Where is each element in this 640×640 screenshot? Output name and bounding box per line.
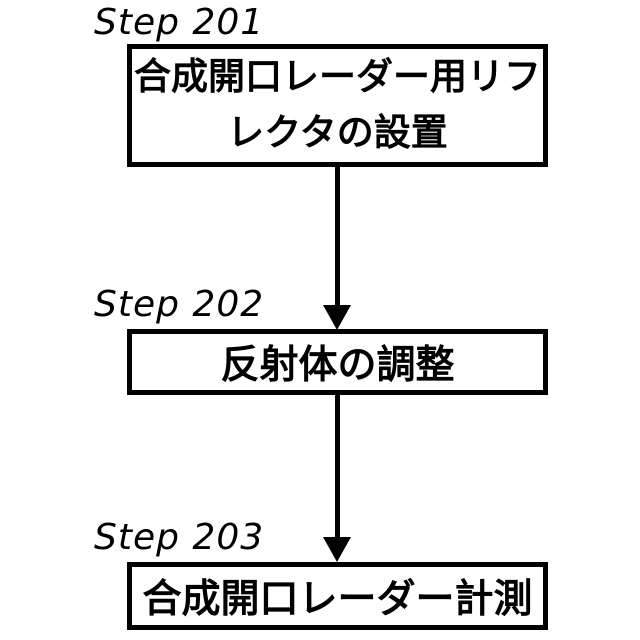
step-202-box-text: 反射体の調整 [220,344,455,387]
step-201-box-text-line-1: 合成開口レーダー用リフ [134,56,541,98]
step-201-label: Step 201 [94,2,265,43]
step-202-label: Step 202 [94,284,265,325]
arrowhead-down-icon [323,305,351,330]
flow-arrow-202-to-203 [323,393,351,562]
step-201-box: 合成開口レーダー用リフ レクタの設置 [127,44,548,167]
step-203-box: 合成開口レーダー計測 [127,562,548,630]
step-203-box-text: 合成開口レーダー計測 [142,578,533,621]
arrow-stem [335,393,340,540]
step-202-box: 反射体の調整 [127,329,548,395]
step-201-box-text-line-2: レクタの設置 [227,112,448,154]
flow-arrow-201-to-202 [323,165,351,330]
step-203-label: Step 203 [94,517,265,558]
arrowhead-down-icon [323,537,351,562]
arrow-stem [335,165,340,308]
